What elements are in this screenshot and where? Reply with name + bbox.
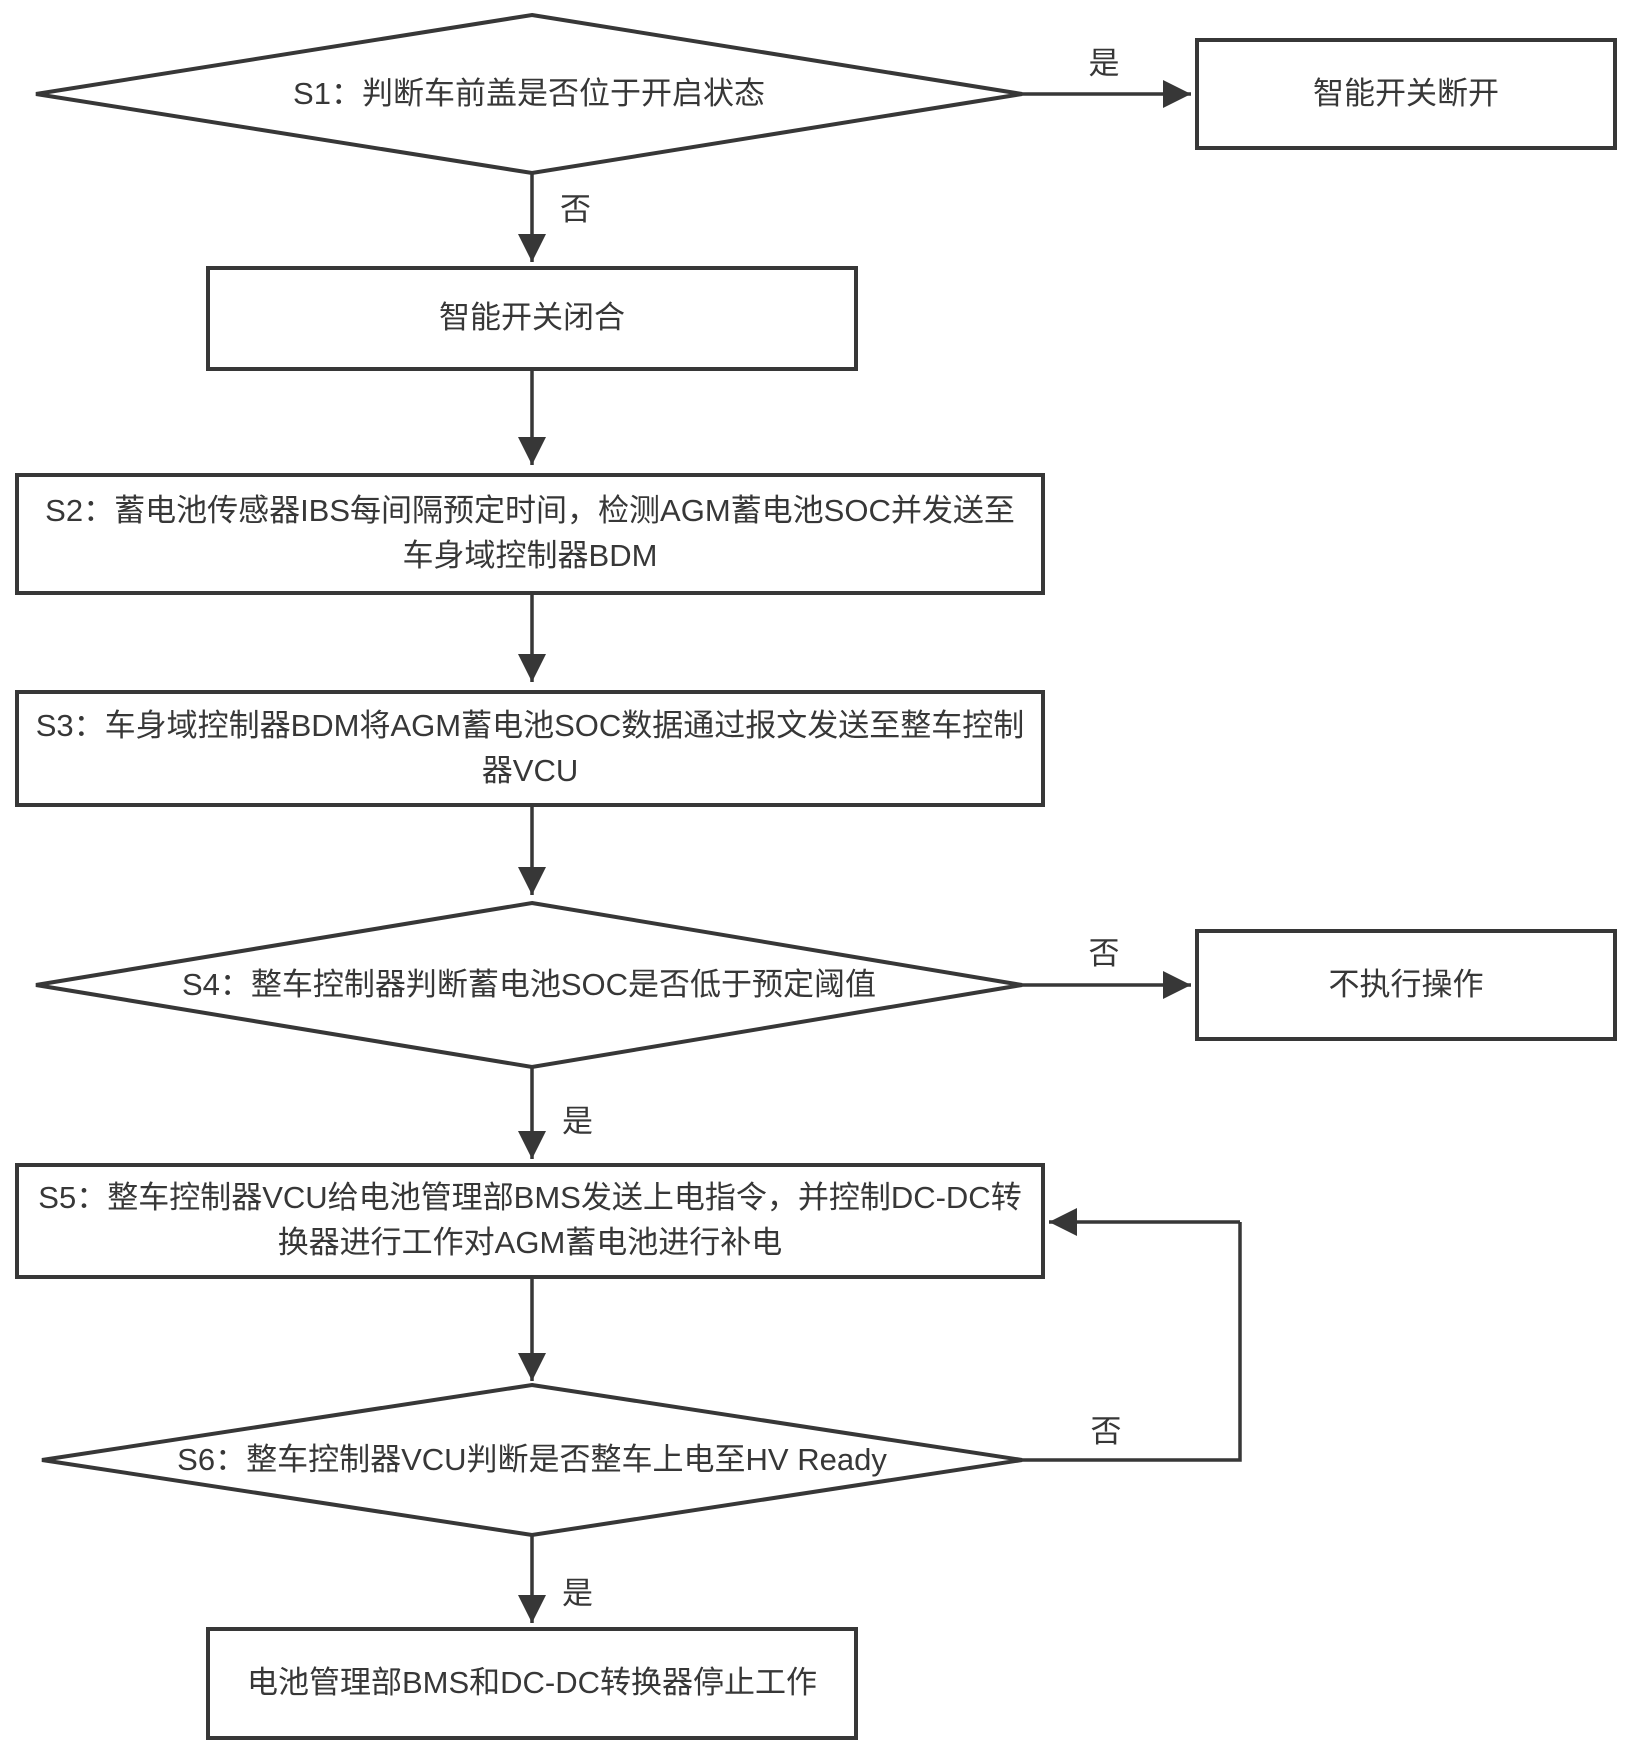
- decision-s6-label: S6：整车控制器VCU判断是否整车上电至HV Ready: [177, 1442, 887, 1478]
- decision-s1-label: S1：判断车前盖是否位于开启状态: [293, 76, 765, 112]
- edge-label-s6-no: 否: [1090, 1414, 1122, 1449]
- process-switch-open: 智能开关断开: [1195, 38, 1617, 150]
- loop-s6-no-path: [1022, 1222, 1242, 1462]
- process-no-action: 不执行操作: [1195, 929, 1617, 1041]
- process-stop: 电池管理部BMS和DC-DC转换器停止工作: [206, 1627, 858, 1740]
- process-s3: S3：车身域控制器BDM将AGM蓄电池SOC数据通过报文发送至整车控制器VCU: [15, 690, 1045, 807]
- process-s5: S5：整车控制器VCU给电池管理部BMS发送上电指令，并控制DC-DC转换器进行…: [15, 1163, 1045, 1279]
- edge-label-s4-no: 否: [1088, 936, 1120, 971]
- edge-label-s6-yes: 是: [562, 1576, 593, 1611]
- process-switch-closed: 智能开关闭合: [206, 266, 858, 371]
- process-s2: S2：蓄电池传感器IBS每间隔预定时间，检测AGM蓄电池SOC并发送至车身域控制…: [15, 473, 1045, 595]
- edge-label-s1-no: 否: [560, 192, 591, 227]
- decision-s4-label: S4：整车控制器判断蓄电池SOC是否低于预定阈值: [181, 967, 877, 1003]
- edge-label-s4-yes: 是: [562, 1104, 593, 1139]
- edge-label-s1-yes: 是: [1088, 46, 1120, 81]
